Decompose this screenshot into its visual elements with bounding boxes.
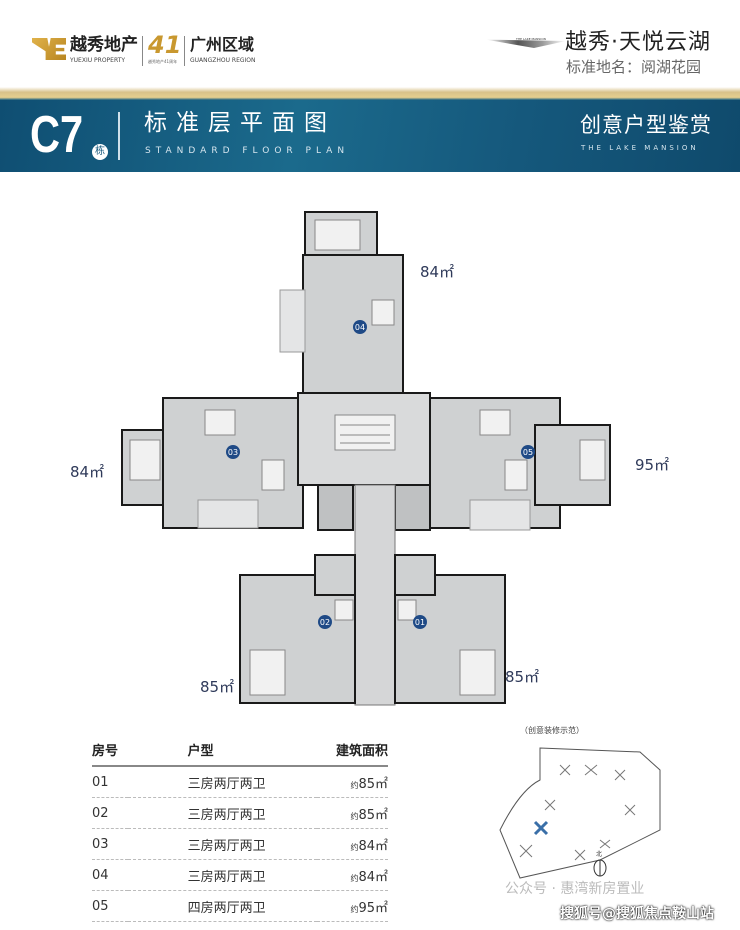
divider (184, 36, 185, 66)
banner-title-en: STANDARD FLOOR PLAN (145, 146, 350, 156)
elevator (394, 484, 431, 531)
region-name-en: GUANGZHOU REGION (190, 57, 256, 64)
elevator (317, 484, 354, 531)
unit-marker-03 (226, 445, 240, 459)
unit-03-balcony (197, 499, 259, 529)
unit-no: 05 (523, 448, 533, 457)
unit-area-label: 95㎡ (635, 456, 669, 474)
unit-01-kitchen (394, 554, 436, 596)
c7-building-highlight (533, 820, 549, 836)
site-map-label: （创意装修示范） (520, 726, 584, 735)
unit-markers (226, 320, 535, 629)
banner-title: 标准层平面图 (144, 110, 336, 136)
gold-strip (0, 87, 740, 100)
anniversary-logo: 41 (148, 31, 182, 59)
title-banner (0, 100, 740, 172)
col-header: 户型 (127, 738, 317, 767)
unit-area-label: 84㎡ (420, 263, 454, 281)
project-standard-name: 标准地名：阅湖花园 (566, 58, 702, 76)
project-logo-small: THE LAKE MANSION (516, 37, 546, 41)
banner-right-title: 创意户型鉴赏 (580, 113, 712, 137)
watermark-sohu: 搜狐号@搜狐焦点鞍山站 (560, 906, 714, 922)
site-map: 北 (499, 747, 661, 879)
floor-plan: 04 03 05 02 01 84㎡ 84㎡ 95㎡ 85㎡ 85㎡ (70, 211, 669, 706)
unit-marker-04 (353, 320, 367, 334)
brand-name: 越秀地产 (70, 35, 138, 55)
anniversary-sub: 越秀地产41周年 (148, 59, 178, 64)
unit-area-label: 85㎡ (505, 668, 539, 686)
unit-05-balcony (469, 499, 531, 531)
corridor (354, 484, 396, 706)
col-header: 房号 (92, 738, 128, 767)
banner-right-en: THE LAKE MANSION (581, 144, 699, 152)
unit-no: 02 (320, 618, 330, 627)
watermark-wechat: 公众号 · 惠湾新房置业 (505, 881, 645, 897)
brand-name-en: YUEXIU PROPERTY (70, 57, 126, 64)
region-name: 广州区域 (190, 35, 255, 54)
unit-no: 01 (415, 618, 425, 627)
unit-area-label: 84㎡ (70, 463, 104, 481)
unit-marker-02 (318, 615, 332, 629)
unit-marker-05 (521, 445, 535, 459)
unit-04-balcony (279, 289, 306, 353)
unit-no: 04 (355, 323, 365, 332)
project-logo-icon (486, 39, 566, 48)
building-suffix: 栋 (92, 144, 108, 160)
building-number: C7 (30, 106, 84, 164)
divider (142, 36, 143, 66)
unit-02-kitchen (314, 554, 356, 596)
divider (118, 112, 120, 160)
project-name: 越秀·天悦云湖 (565, 30, 711, 55)
unit-area-label: 85㎡ (200, 678, 234, 696)
north-label: 北 (596, 850, 602, 858)
unit-no: 03 (228, 448, 238, 457)
unit-marker-01 (413, 615, 427, 629)
col-header: 建筑面积 (316, 738, 388, 767)
staircase (334, 414, 396, 451)
